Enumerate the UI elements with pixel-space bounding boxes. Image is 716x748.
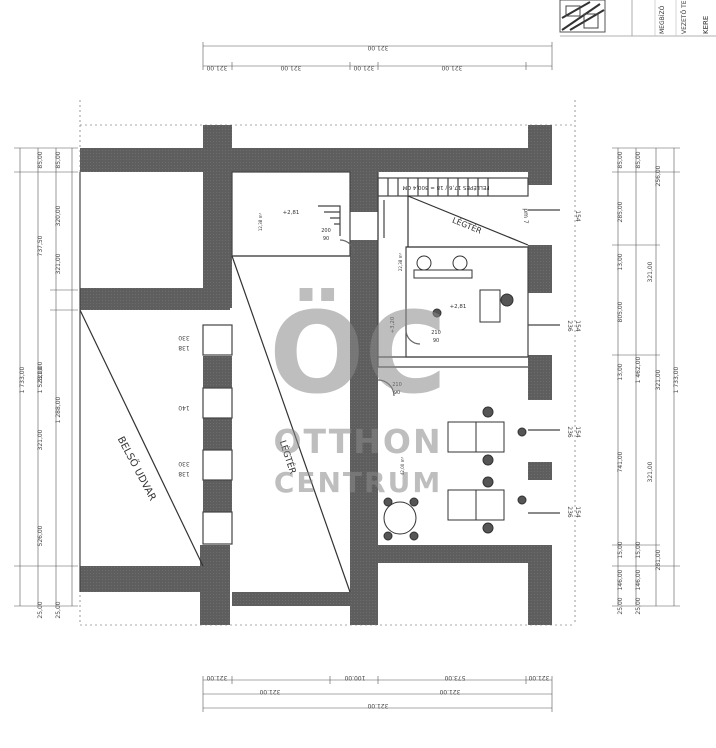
dim-bottom-4: 321.00 <box>528 674 549 681</box>
stairs-label: FELLÉPES 17,6 / 18 = 300,4 CM <box>402 184 489 192</box>
dim-left-inner-b: 737,50 <box>37 235 44 256</box>
dim-left-seg-10: 25,00 <box>55 601 62 618</box>
win-left-3-a: 330 <box>178 460 190 467</box>
dim-bottom-1: 321.00 <box>206 674 227 681</box>
dim-left-seg-7: 1 288,00 <box>55 396 62 423</box>
airspace-right-label: LÉGTÉR <box>451 214 484 236</box>
level-3: +3,20 <box>390 316 396 333</box>
walls <box>80 125 552 625</box>
dimensions-left <box>14 100 81 625</box>
dim-left-inner-a: 1 523,00 <box>37 366 44 393</box>
dim-left-seg-4: 321,00 <box>55 253 62 274</box>
win-left-1-a: 330 <box>178 334 190 341</box>
courtyard-label: BELSŐ UDVAR <box>115 433 161 502</box>
title-row-3: KERE <box>702 16 710 34</box>
dim-left-seg-1: 85,00 <box>37 151 44 168</box>
dim-right-seg-1: 85,00 <box>617 151 624 168</box>
dim-top-1: 321.00 <box>206 64 227 71</box>
dim-right-seg-12: 15,00 <box>617 541 624 558</box>
dim-top-total: 321.00 <box>367 44 388 51</box>
dim-right-seg-16: 281,00 <box>655 549 662 570</box>
dim-top-4: 321.00 <box>441 64 462 71</box>
win-left-2-a: 140 <box>178 404 190 411</box>
win-right-1-a: 154 <box>574 210 581 222</box>
dim-right-seg-17: 25,00 <box>617 597 624 614</box>
mini-dim-6: 90 <box>394 390 400 396</box>
win-right-2-b: 236 <box>566 320 573 332</box>
dim-left-seg-8: 526,00 <box>37 525 44 546</box>
mini-dim-5: 210 <box>392 382 402 388</box>
dim-right-seg-18: 25,00 <box>635 597 642 614</box>
dim-right-seg-10: 741,00 <box>617 451 624 472</box>
dim-right-seg-15: 146,00 <box>635 569 642 590</box>
mini-dim-3: 210 <box>431 330 441 336</box>
dim-top-2: 321.00 <box>280 64 301 71</box>
win-right-4-a: 154 <box>574 506 581 518</box>
win-left-3-b: 138 <box>178 470 190 477</box>
dim-bottom-3: 573.00 <box>444 674 465 681</box>
win-right-4-b: 236 <box>566 506 573 518</box>
win-right-2-a: 154 <box>574 320 581 332</box>
mini-dim-1: 200 <box>321 228 331 234</box>
dim-left-seg-3: 320,00 <box>55 205 62 226</box>
dim-right-seg-4: 285,00 <box>617 201 624 222</box>
dimensions-bottom <box>80 624 575 712</box>
win-right-3-a: 154 <box>574 426 581 438</box>
dim-right-seg-11: 321,00 <box>647 461 654 482</box>
dimensions-right <box>574 100 680 625</box>
dim-right-seg-5: 13,00 <box>617 253 624 270</box>
furniture <box>383 255 527 541</box>
dim-bottom-mid-a: 321.00 <box>259 688 280 695</box>
win-left-1-b: 138 <box>178 344 190 351</box>
win-right-3-b: 236 <box>566 426 573 438</box>
dim-left-seg-2: 85,00 <box>55 151 62 168</box>
mini-dim-4: 90 <box>433 338 439 344</box>
title-block: MEGBÍZÓ VEZETŐ TE KERE <box>559 0 716 37</box>
win-right-1-b: pm 7 <box>522 208 529 224</box>
dim-left-seg-9: 25,00 <box>37 601 44 618</box>
level-1: +2,81 <box>283 210 300 216</box>
dim-right-seg-7: 805,00 <box>617 301 624 322</box>
level-2: +2,81 <box>450 304 467 310</box>
dim-right-seg-2: 85,00 <box>635 151 642 168</box>
dim-right-seg-3: 256,00 <box>655 165 662 186</box>
dim-left-outer: 1 733,00 <box>19 366 26 393</box>
dim-right-seg-13: 15,00 <box>635 541 642 558</box>
watermark-line-2: CENTRUM <box>274 466 442 499</box>
partitions <box>79 171 560 593</box>
watermark-logo: ÖC <box>269 288 446 419</box>
dim-right-seg-6: 321,00 <box>647 261 654 282</box>
dim-right-seg-9: 321,00 <box>655 369 662 390</box>
dim-right-seg-14: 146,00 <box>617 569 624 590</box>
dim-right-outer: 1 733,00 <box>673 366 680 393</box>
dim-top-3: 321.00 <box>353 64 374 71</box>
dim-bottom-2: 100.00 <box>344 674 365 681</box>
dim-left-seg-6: 321,00 <box>37 429 44 450</box>
dim-bottom-total: 321.00 <box>367 702 388 709</box>
room-area-2: 22,38 m² <box>398 252 403 271</box>
room-area-1: 12,38 m² <box>258 212 263 231</box>
title-row-1: MEGBÍZÓ <box>659 5 666 34</box>
dim-right-inner-a: 1 462,00 <box>635 356 642 383</box>
dimensions-top <box>80 42 575 126</box>
room-area-3: 42,00 m² <box>400 456 405 475</box>
dim-bottom-mid-b: 321.00 <box>439 688 460 695</box>
dim-left-seg-5: 321,00 <box>37 361 44 382</box>
watermark-line-1: OTTHON <box>273 422 442 461</box>
mini-dim-2: 90 <box>323 236 329 242</box>
dim-right-seg-8: 13,00 <box>617 363 624 380</box>
watermark: ÖC OTTHON CENTRUM <box>269 288 446 499</box>
title-row-2: VEZETŐ TE <box>681 0 688 34</box>
